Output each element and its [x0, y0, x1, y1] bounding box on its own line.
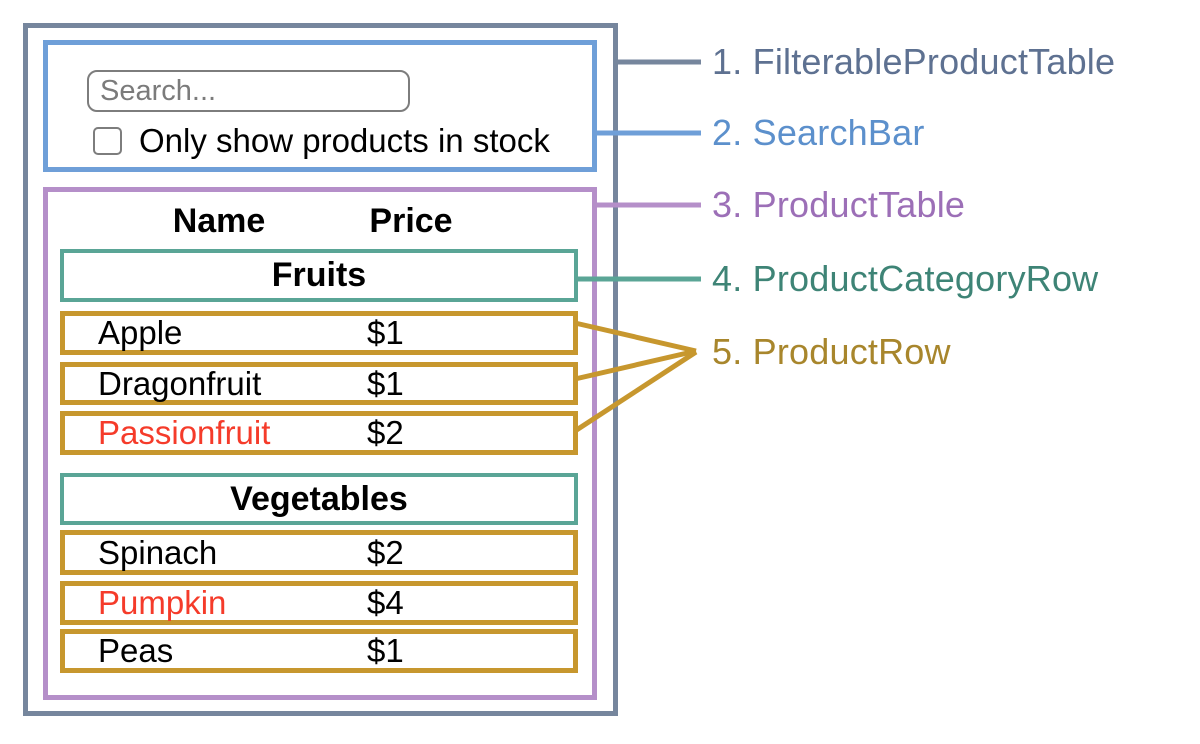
- column-header-price: Price: [369, 202, 453, 240]
- product-row: Apple $1: [60, 311, 578, 355]
- category-row-vegetables: Vegetables: [60, 473, 578, 525]
- product-row: Passionfruit $2: [60, 411, 578, 455]
- in-stock-checkbox-label: Only show products in stock: [139, 122, 550, 159]
- product-name: Peas: [98, 632, 174, 669]
- product-name: Apple: [98, 314, 183, 351]
- product-price: $1: [367, 314, 404, 351]
- category-row-fruits: Fruits: [60, 249, 578, 302]
- category-label: Vegetables: [230, 479, 408, 518]
- product-row: Dragonfruit $1: [60, 362, 578, 405]
- product-price: $1: [367, 364, 404, 402]
- product-name: Pumpkin: [98, 584, 227, 621]
- label-search-bar: 2. SearchBar: [712, 112, 925, 153]
- category-label: Fruits: [271, 256, 367, 294]
- product-price: $4: [367, 584, 404, 621]
- product-price: $2: [367, 414, 404, 451]
- product-name: Passionfruit: [98, 414, 271, 451]
- search-input[interactable]: [87, 70, 410, 112]
- product-row: Pumpkin $4: [60, 581, 578, 625]
- product-row: Spinach $2: [60, 530, 578, 575]
- product-price: $2: [367, 533, 404, 571]
- column-header-name: Name: [172, 202, 266, 240]
- product-price: $1: [367, 632, 404, 669]
- label-product-category-row: 4. ProductCategoryRow: [712, 258, 1099, 299]
- product-name: Dragonfruit: [98, 364, 262, 402]
- label-filterable-product-table: 1. FilterableProductTable: [712, 41, 1116, 82]
- product-row: Peas $1: [60, 629, 578, 673]
- in-stock-checkbox[interactable]: [93, 127, 122, 155]
- label-product-table: 3. ProductTable: [712, 184, 966, 225]
- product-name: Spinach: [98, 533, 218, 571]
- label-product-row: 5. ProductRow: [712, 331, 951, 372]
